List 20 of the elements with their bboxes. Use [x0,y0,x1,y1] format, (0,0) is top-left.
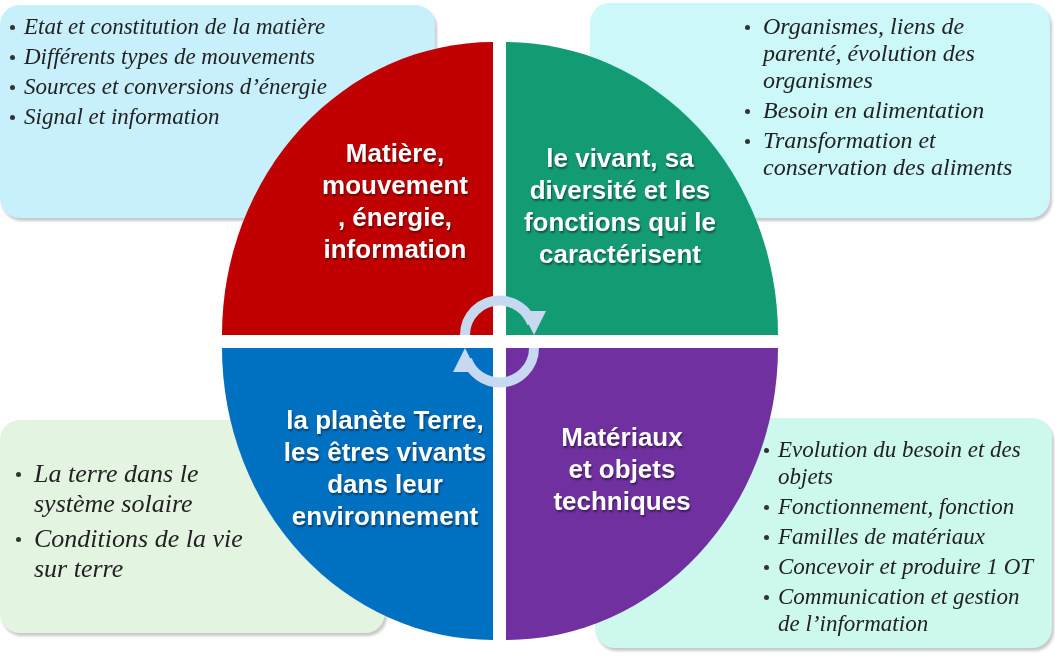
topic-text: Transformation et conservation des aliments [763,127,1014,181]
topic-text: Familles de matériaux [778,523,985,550]
topic-text: La terre dans le système solaire [34,459,200,519]
topic-text: Sources et conversions d’énergie [24,73,327,101]
topic-text: Communication et gestion de l’information [778,583,1021,637]
topic-text: Signal et information [24,103,220,131]
curved-arrow [454,347,539,388]
topic-text: Organismes, liens de parenté, évolution des organismes [763,13,976,94]
segment-title: la planète Terre, les êtres vivants dans leur environnement [282,404,488,532]
segment-title: Matière, mouvement , énergie, information [321,137,469,265]
curved-arrow [460,295,545,336]
topic-text: Evolution du besoin et des objets [778,436,1022,490]
segment-title: le vivant, sa diversité et les fonctions qui le caractérisent [522,142,718,270]
topic-text: Conditions de la vie sur terre [34,524,244,584]
segment-title: Matériaux et objets techniques [552,421,692,517]
topic-text: Concevoir et produire 1 OT [778,553,1034,580]
topic-text: Différents types de mouvements [24,43,316,71]
topic-text: Besoin en alimentation [763,97,985,124]
topic-text: Fonctionnement, fonction [778,493,1015,520]
topic-text: Etat et constitution de la matière [24,13,326,41]
